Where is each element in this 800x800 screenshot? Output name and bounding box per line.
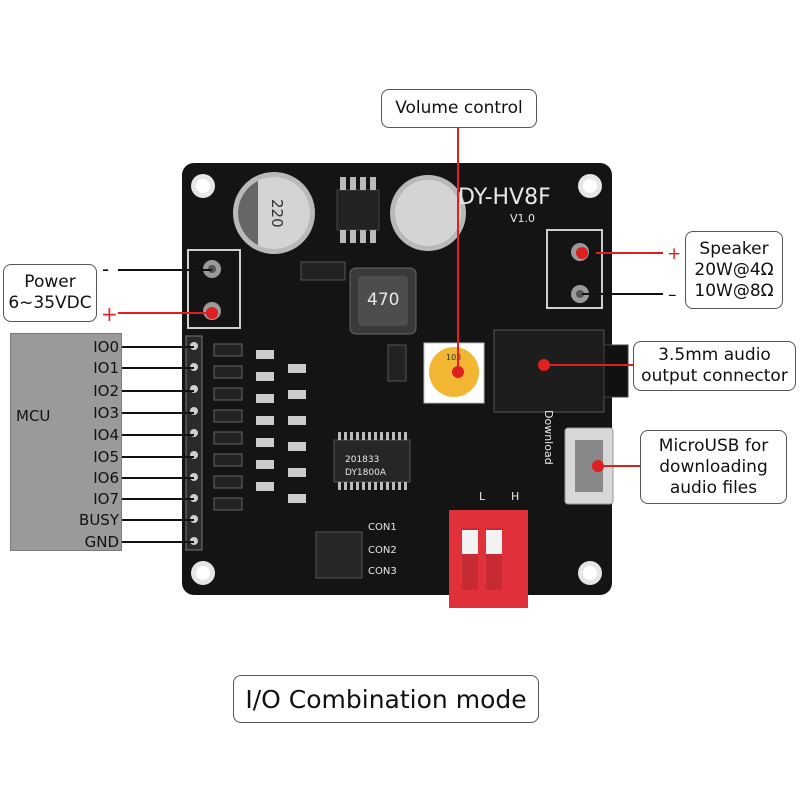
board-model: DY-HV8F — [458, 185, 551, 210]
pin-io5: IO5 — [93, 448, 119, 466]
speaker-label: Speaker — [699, 238, 769, 259]
pin-io4: IO4 — [93, 426, 119, 444]
diode-ss24 — [387, 344, 407, 382]
pin-io0: IO0 — [93, 338, 119, 356]
leader-dots — [206, 247, 604, 472]
black-leaders — [118, 269, 663, 543]
micro-usb-callout: MicroUSB for downloading audio files — [640, 430, 787, 504]
micro-usb-line2: downloading — [659, 456, 768, 477]
power-terminal — [187, 249, 241, 329]
pot-label: 103 — [446, 353, 461, 362]
audio-out-line2: output connector — [641, 366, 788, 386]
power-minus: - — [102, 257, 109, 281]
pin-io6: IO6 — [93, 469, 119, 487]
mode-title: I/O Combination mode — [233, 675, 539, 723]
mcu-block — [10, 333, 122, 551]
mounting-holes — [191, 174, 602, 585]
audio-out-callout: 3.5mm audio output connector — [633, 341, 796, 391]
power-label: Power — [24, 272, 76, 292]
dip-h: H — [511, 490, 519, 503]
power-plus: + — [101, 302, 118, 326]
pin-io2: IO2 — [93, 382, 119, 400]
resistor-rows — [213, 343, 306, 511]
pin-io3: IO3 — [93, 404, 119, 422]
con1-label: CON1 — [368, 522, 397, 533]
main-chip — [333, 439, 411, 483]
speaker-terminal — [546, 229, 603, 309]
regulator-chip — [336, 189, 380, 231]
micro-usb-line3: audio files — [669, 477, 758, 498]
svg-text:220: 220 — [268, 199, 286, 228]
volume-callout: Volume control — [381, 89, 537, 128]
download-label: Download — [542, 410, 555, 465]
mcu-label: MCU — [16, 407, 51, 425]
pin-gnd: GND — [84, 533, 119, 551]
volume-label: Volume control — [395, 98, 523, 118]
dip-l: L — [479, 490, 486, 503]
speaker-spec-8ohm: 10W@8Ω — [694, 280, 774, 301]
micro-usb-line1: MicroUSB for — [658, 435, 769, 456]
pin-io1: IO1 — [93, 359, 119, 377]
capacitor-470uf — [390, 175, 466, 251]
amp-chip — [315, 531, 363, 579]
pin-io7: IO7 — [93, 490, 119, 508]
speaker-plus: + — [667, 244, 681, 264]
diode-ss34 — [300, 261, 346, 281]
board-version: V1.0 — [510, 212, 535, 225]
audio-out-line1: 3.5mm audio — [658, 345, 771, 365]
power-callout: Power 6~35VDC — [3, 264, 97, 322]
speaker-spec-4ohm: 20W@4Ω — [694, 259, 774, 280]
capacitor-220uf: 220 — [233, 172, 315, 254]
con2-label: CON2 — [368, 545, 397, 556]
main-chip-model: DY1800A — [345, 468, 387, 478]
power-voltage: 6~35VDC — [8, 293, 92, 313]
cap1-line: 220 — [268, 199, 286, 228]
audio-jack — [493, 329, 605, 413]
pin-busy: BUSY — [79, 511, 119, 529]
inductor-label: 470 — [367, 290, 399, 310]
con3-label: CON3 — [368, 566, 397, 577]
speaker-minus: – — [668, 285, 677, 305]
leader-lines — [118, 128, 663, 467]
chip-pins — [340, 177, 376, 243]
speaker-callout: Speaker 20W@4Ω 10W@8Ω — [685, 231, 783, 309]
main-chip-label: 201833 — [345, 455, 379, 465]
